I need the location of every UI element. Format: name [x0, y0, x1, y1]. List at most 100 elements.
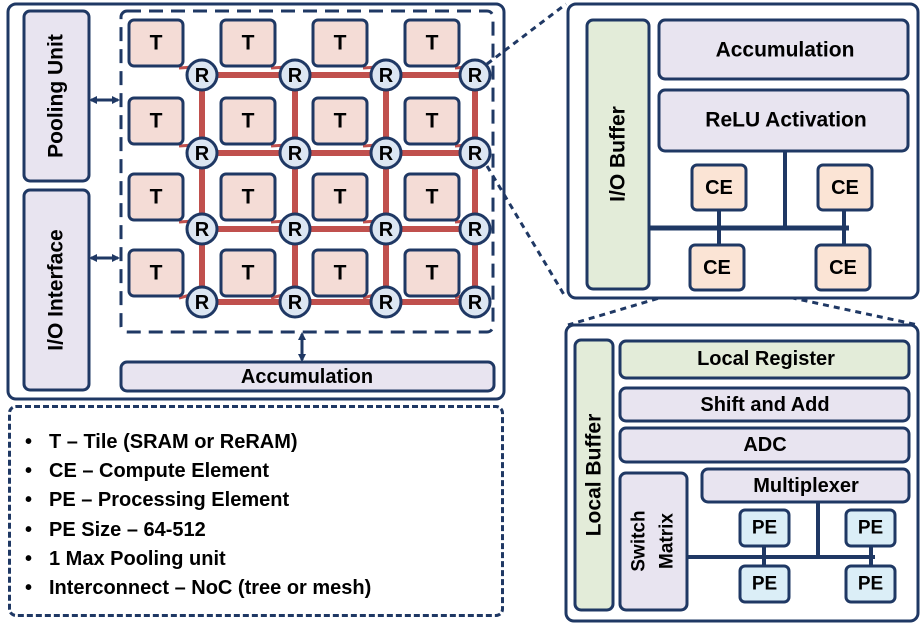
tile-box — [219, 18, 277, 68]
router-label: R — [288, 292, 303, 314]
local-register-label: Local Register — [697, 348, 835, 370]
tile-box — [127, 96, 185, 146]
zoom-line — [486, 2, 567, 66]
router-node — [278, 136, 312, 170]
tile-label: T — [426, 186, 439, 209]
legend-item: CE – Compute Element — [25, 457, 501, 486]
router-node — [278, 212, 312, 246]
router-node — [458, 136, 492, 170]
io-interface-box — [22, 188, 91, 392]
router-label: R — [195, 65, 210, 87]
tile-box — [219, 96, 277, 146]
router-node — [278, 285, 312, 319]
tile-label: T — [426, 32, 439, 55]
router-node — [185, 58, 219, 92]
pe-block — [844, 564, 897, 604]
ce-label: CE — [705, 177, 733, 199]
pe-label: PE — [752, 518, 777, 539]
router-label: R — [468, 219, 483, 241]
router-label: R — [288, 143, 303, 165]
router-node — [185, 212, 219, 246]
legend-item: PE Size – 64-512 — [25, 516, 501, 545]
ce-block — [690, 163, 748, 212]
pe-label: PE — [752, 574, 777, 595]
legend-list: T – Tile (SRAM or ReRAM) CE – Compute El… — [11, 408, 501, 603]
tile-label: T — [426, 110, 439, 133]
legend-item: 1 Max Pooling unit — [25, 545, 501, 574]
router-label: R — [379, 143, 394, 165]
io-interface-label: I/O Interface — [45, 229, 68, 350]
router-node — [369, 58, 403, 92]
tile-label: T — [150, 32, 163, 55]
shift-add-box — [618, 386, 911, 423]
tile-label: T — [426, 262, 439, 285]
router-label: R — [288, 219, 303, 241]
router-node — [185, 285, 219, 319]
adc-label: ADC — [743, 434, 786, 456]
multiplexer-box — [700, 467, 911, 504]
tile-box — [127, 172, 185, 222]
legend-item: Interconnect – NoC (tree or mesh) — [25, 574, 501, 603]
tile-label: T — [242, 186, 255, 209]
ce-block — [688, 243, 746, 292]
tile-label: T — [242, 32, 255, 55]
router-label: R — [379, 292, 394, 314]
switch-matrix-box — [618, 471, 689, 612]
pe-block — [844, 508, 897, 548]
ce-label: CE — [831, 177, 859, 199]
tile-box — [311, 96, 369, 146]
shift-add-label: Shift and Add — [700, 394, 829, 416]
router-node — [458, 212, 492, 246]
tile-label: T — [150, 262, 163, 285]
router-node — [369, 285, 403, 319]
pe-block — [738, 508, 791, 548]
ce-accumulation-label: Accumulation — [716, 39, 855, 62]
tile-label: T — [334, 262, 347, 285]
tile-box — [311, 248, 369, 298]
tile-box — [403, 172, 461, 222]
ce-accumulation-box — [657, 18, 910, 81]
tile-label: T — [334, 186, 347, 209]
zoom-line — [485, 165, 568, 299]
router-node — [369, 136, 403, 170]
tile-box — [127, 18, 185, 68]
router-node — [458, 58, 492, 92]
router-mesh — [199, 72, 478, 305]
legend-item: T – Tile (SRAM or ReRAM) — [25, 428, 501, 457]
tile-array-boundary — [119, 9, 495, 334]
router-label: R — [288, 65, 303, 87]
tile-label: T — [334, 110, 347, 133]
legend-item: PE – Processing Element — [25, 486, 501, 515]
tile-label: T — [334, 32, 347, 55]
accumulation-label: Accumulation — [241, 366, 373, 388]
router-label: R — [379, 219, 394, 241]
legend-box: T – Tile (SRAM or ReRAM) CE – Compute El… — [8, 405, 504, 617]
tile-box — [403, 248, 461, 298]
ce-block — [816, 163, 874, 212]
tile-box — [127, 248, 185, 298]
router-node — [278, 58, 312, 92]
router-label: R — [468, 292, 483, 314]
router-label: R — [195, 292, 210, 314]
adc-box — [618, 426, 911, 464]
pe-label: PE — [858, 574, 883, 595]
relu-label: ReLU Activation — [705, 109, 866, 132]
tile-box — [403, 96, 461, 146]
tile-box — [311, 18, 369, 68]
pe-blocks: PE PE PE PE — [738, 508, 897, 604]
tile-label: T — [242, 262, 255, 285]
local-buffer-label: Local Buffer — [583, 414, 606, 537]
ce-block — [814, 243, 872, 292]
router-label: R — [468, 65, 483, 87]
multiplexer-label: Multiplexer — [753, 475, 859, 497]
local-buffer-box — [573, 338, 615, 612]
router-label: R — [195, 143, 210, 165]
pooling-unit-label: Pooling Unit — [45, 34, 68, 158]
tile-box — [311, 172, 369, 222]
io-buffer-label: I/O Buffer — [607, 106, 630, 202]
router-label: R — [195, 219, 210, 241]
pe-label: PE — [858, 518, 883, 539]
switch-matrix-label-2: Matrix — [657, 513, 678, 569]
